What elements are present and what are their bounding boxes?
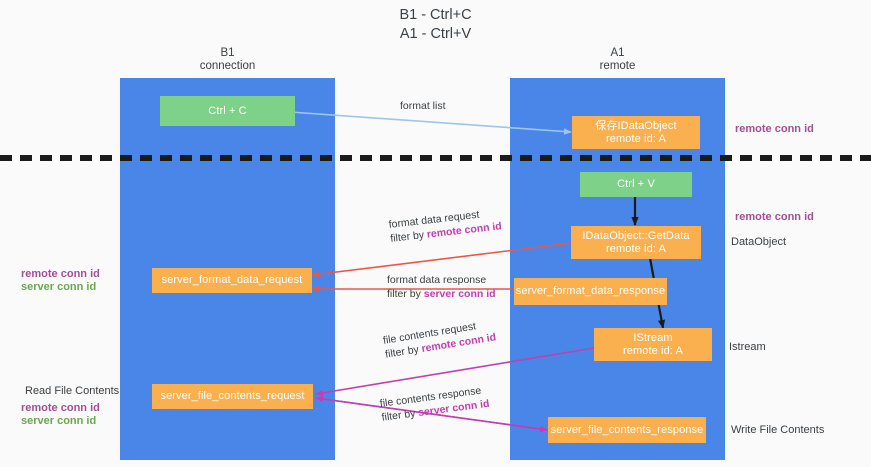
node-server-format-data-request[interactable]: server_format_data_request [152, 268, 312, 293]
edge-label-format-data-request-line2: filter by [389, 228, 428, 245]
edge-label-format-list-line1: format list [400, 100, 446, 112]
annotation-left-remote-conn-id-mid: remote conn id [21, 268, 100, 280]
column-header-b1: B1 connection [199, 47, 256, 72]
annotation-left-read-file-contents: Read File Contents [25, 385, 120, 397]
annotation-left-server-conn-id-mid: server conn id [21, 281, 97, 293]
node-server-format-data-response[interactable]: server_format_data_response [514, 278, 667, 305]
edge-label-format-data-response-line2: filter by [387, 288, 424, 300]
annotation-right-remote-conn-id-mid: remote conn id [735, 211, 814, 223]
edge-label-file-contents-request: file contents request filter by remote c… [382, 316, 497, 361]
annotation-right-istream: Istream [729, 341, 766, 353]
annotation-right-remote-conn-id-top: remote conn id [735, 123, 814, 135]
node-save-idataobject[interactable]: 保存IDataObject remote id: A [572, 116, 700, 149]
edge-label-file-contents-response-line2: filter by [380, 407, 419, 424]
edge-label-format-list: format list [400, 99, 446, 113]
edge-label-format-data-response-line1: format data response [387, 274, 487, 286]
node-server-file-contents-response[interactable]: server_file_contents_response [548, 417, 706, 443]
edge-label-format-data-response-accent: server conn id [423, 288, 496, 300]
annotation-right-write-file-contents: Write File Contents [731, 424, 825, 436]
annotation-left-remote-conn-id-bottom: remote conn id [21, 402, 100, 414]
edge-label-file-contents-response: file contents response filter by server … [379, 383, 490, 425]
phase-divider [0, 155, 871, 161]
node-server-file-contents-request[interactable]: server_file_contents_request [152, 384, 313, 409]
node-ctrl-v[interactable]: Ctrl + V [580, 172, 692, 197]
page-title: B1 - Ctrl+C A1 - Ctrl+V [399, 7, 472, 42]
node-idataobject-getdata[interactable]: IDataObject::GetData remote id: A [571, 226, 701, 259]
node-ctrl-c[interactable]: Ctrl + C [160, 96, 295, 126]
node-istream[interactable]: IStream remote id: A [594, 328, 712, 361]
edge-label-format-data-response: format data response filter by server co… [387, 273, 496, 301]
column-header-a1: A1 remote [599, 47, 636, 72]
edge-label-format-data-request: format data request filter by remote con… [388, 205, 502, 246]
annotation-right-dataobject: DataObject [731, 236, 787, 248]
annotation-left-server-conn-id-bottom: server conn id [21, 415, 97, 427]
